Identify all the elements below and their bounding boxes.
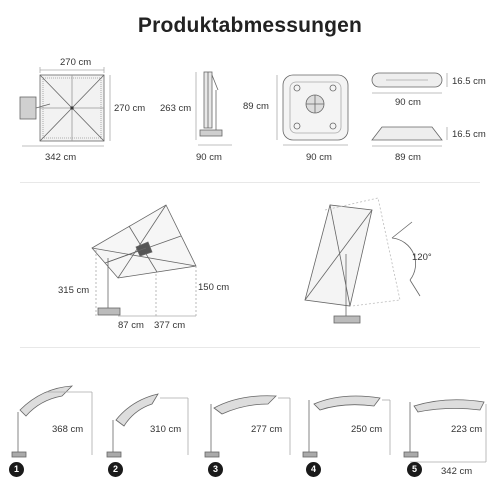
position-4-drawing [302,395,391,458]
side-view-drawing [195,71,232,146]
base-plate-width-label: 90 cm [306,152,332,163]
position-1-height-label: 368 cm [52,424,84,435]
open-umbrella-drawing [91,204,197,317]
offset-label: 87 cm [118,320,144,331]
top-view-span-label: 342 cm [45,152,77,163]
divider-1 [20,182,480,183]
position-2-badge: 2 [108,462,123,477]
tilt-drawing [304,197,421,324]
position-5-drawing [403,399,487,463]
position-4-badge: 4 [306,462,321,477]
top-view-width-label: 270 cm [60,57,92,68]
position-1-drawing [11,385,93,458]
position-5-badge: 5 [407,462,422,477]
weight1-width-label: 90 cm [395,97,421,108]
top-view-height-label: 270 cm [114,103,146,114]
position-4-height-label: 250 cm [351,424,383,435]
position-1-badge: 1 [9,462,24,477]
tilt-angle-label: 120° [412,252,432,263]
position-3-drawing [204,395,291,458]
base-plate-height-label: 89 cm [243,101,269,112]
clearance-label: 150 cm [198,282,230,293]
weight2-height-label: 16.5 cm [452,129,486,140]
position-2-height-label: 310 cm [150,424,182,435]
top-view-drawing [19,67,111,147]
side-view-base-label: 90 cm [196,152,222,163]
side-view-height-label: 263 cm [160,103,192,114]
total-height-label: 315 cm [58,285,90,296]
position-5-height-label: 223 cm [451,424,483,435]
page-title: Produktabmessungen [137,14,363,37]
weights-drawing [371,72,448,147]
weight1-height-label: 16.5 cm [452,76,486,87]
position-3-badge: 3 [208,462,223,477]
base-plate-drawing [276,74,349,146]
positions-width-label: 342 cm [441,466,473,477]
reach-label: 377 cm [154,320,186,331]
position-2-drawing [106,393,189,458]
weight2-width-label: 89 cm [395,152,421,163]
divider-2 [20,347,480,348]
position-3-height-label: 277 cm [251,424,283,435]
